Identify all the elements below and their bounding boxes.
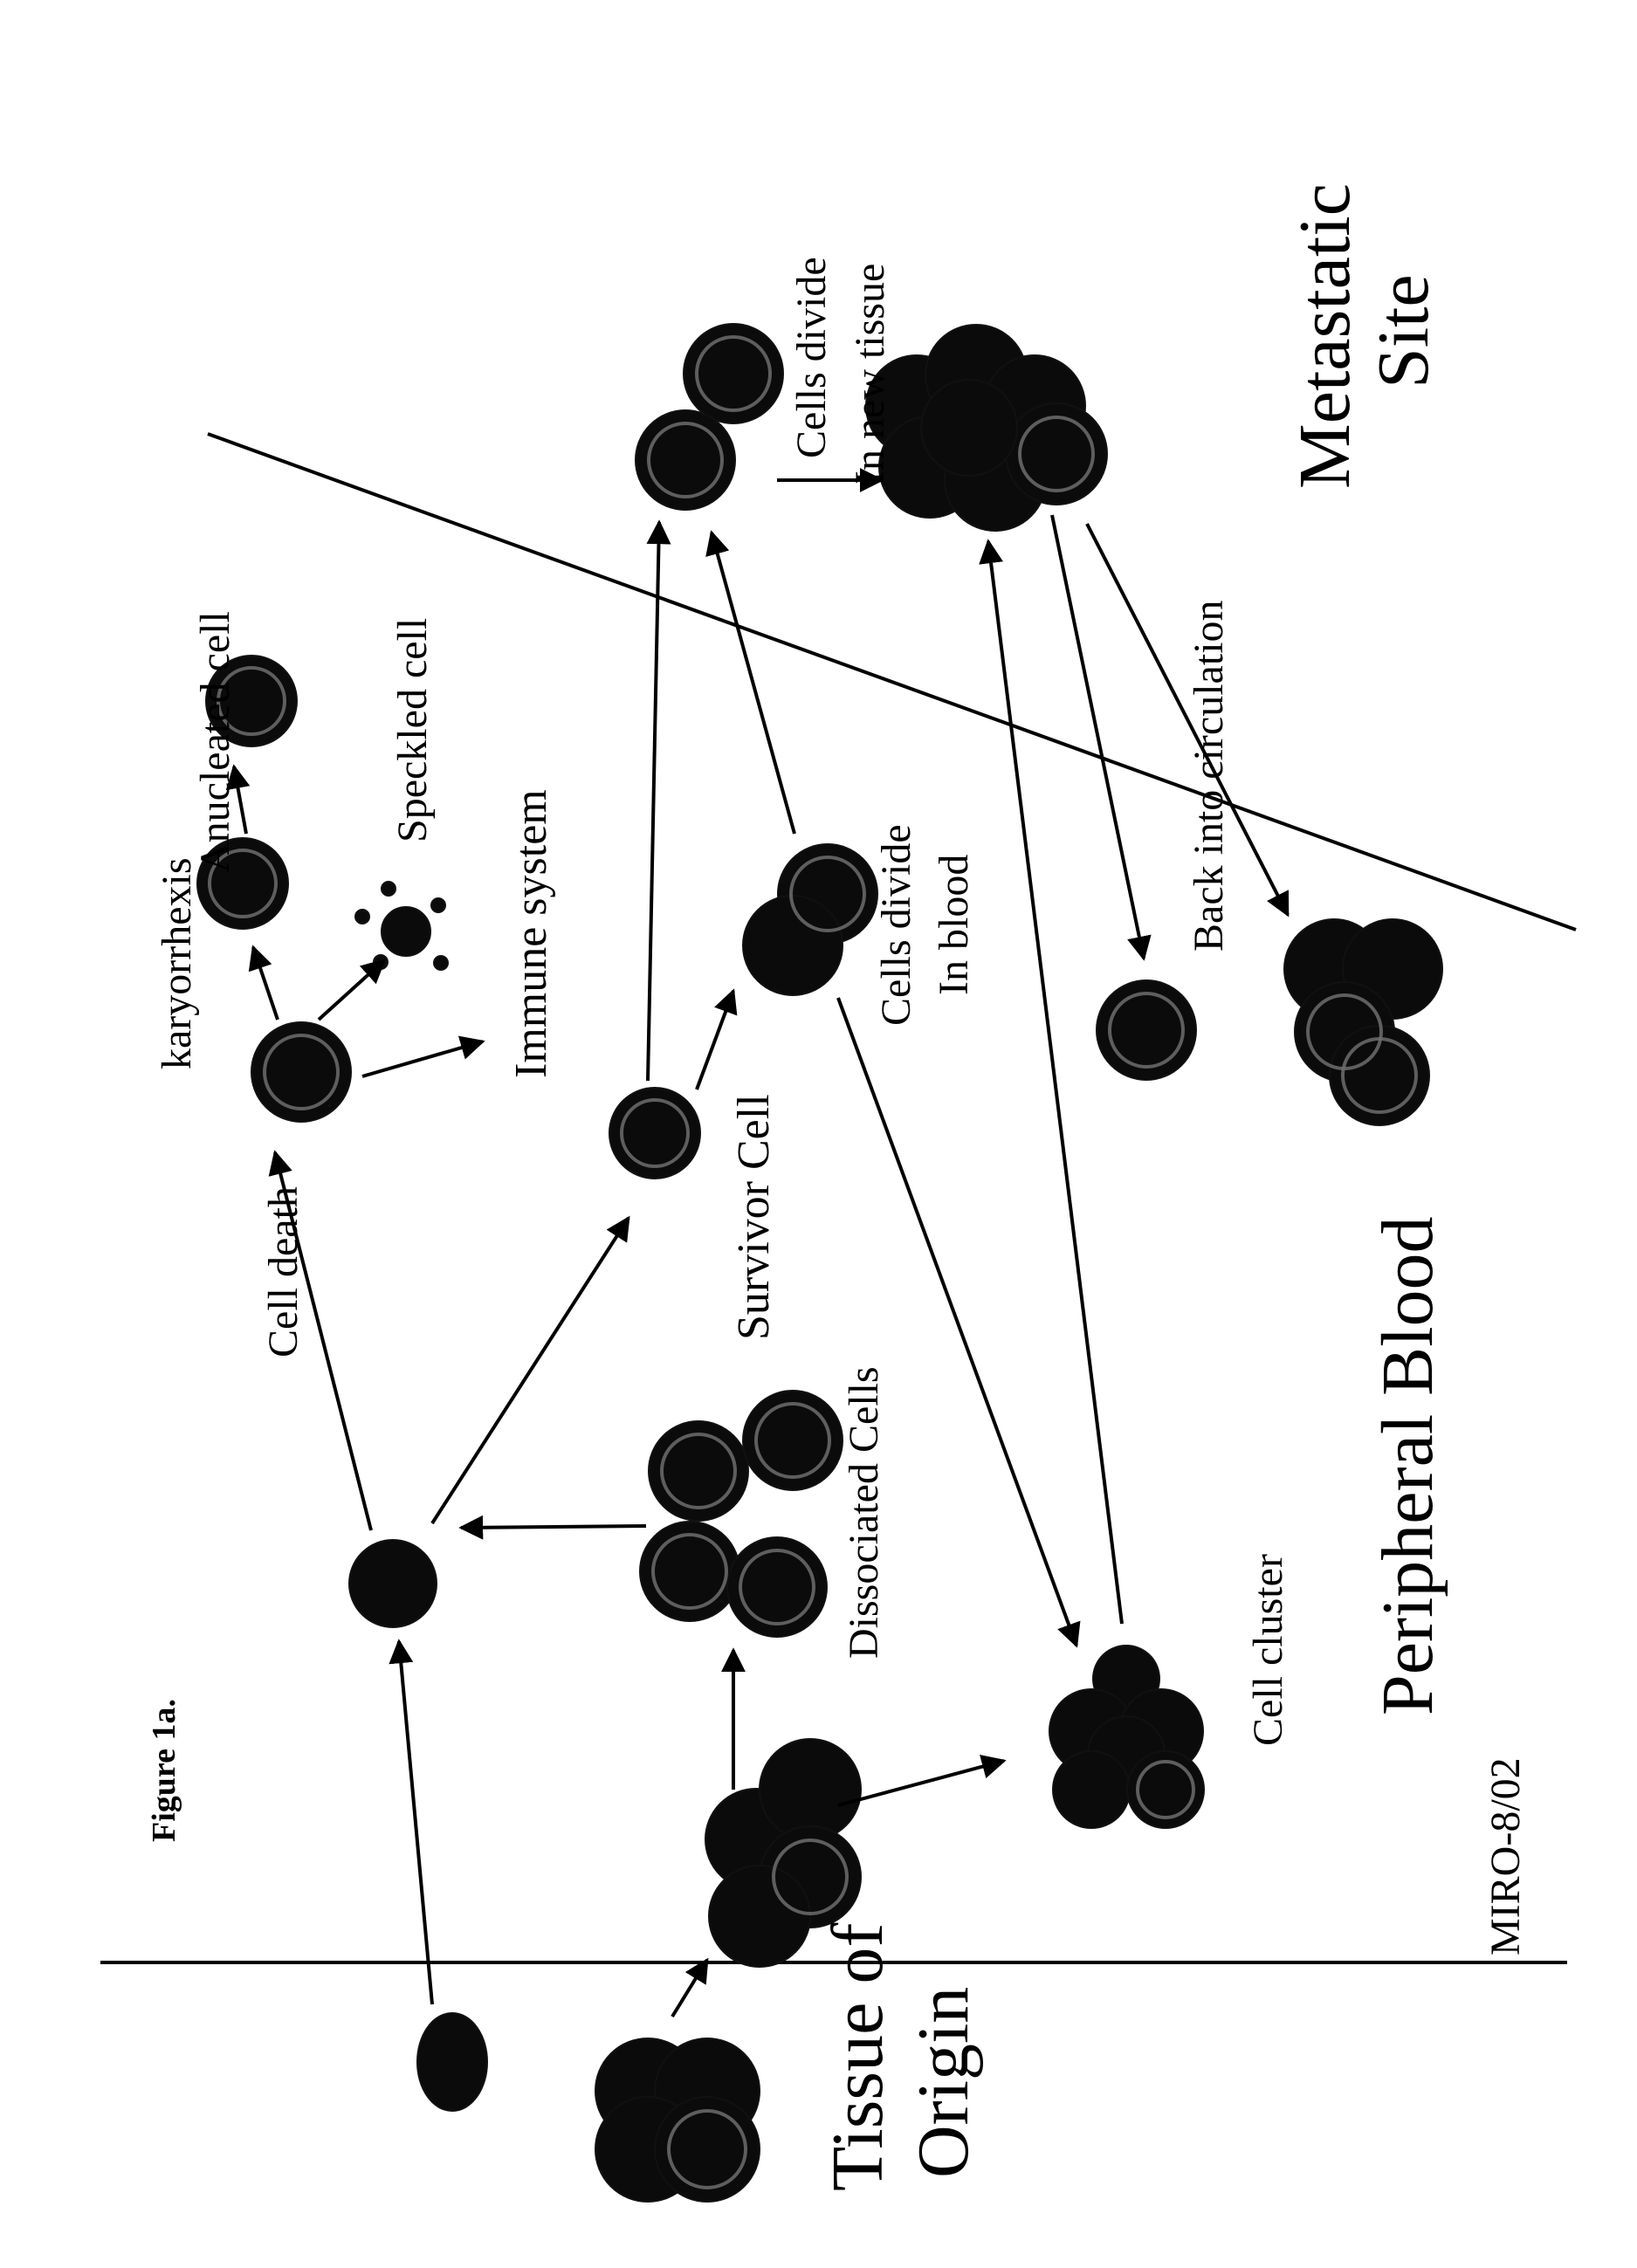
dying-cell (251, 1022, 351, 1122)
label-cell-death: Cell death (260, 1186, 306, 1357)
survivor-cell (609, 1088, 700, 1179)
arrow-divide-to-metastatic (712, 533, 794, 834)
recirculating-cell (1097, 980, 1196, 1080)
speckled-cell (355, 882, 448, 970)
label-divide-blood-2: In blood (931, 855, 977, 995)
cluster-cell-origin (595, 2038, 760, 2202)
region-tissue-line2: Origin (903, 1987, 984, 2178)
arrow-cluster-to-cellcluster (838, 1761, 1004, 1805)
label-anucleated: Anucleated cell (192, 611, 238, 873)
label-dissociated: Dissociated Cells (841, 1366, 887, 1659)
region-tissue-line1: Tissue of (817, 1923, 898, 2191)
arrow-death-to-speckled (319, 960, 384, 1020)
dissociated-cells (640, 1391, 843, 1637)
metastatic-tumor-cluster (866, 325, 1107, 531)
arrow-dissociated-to-single (461, 1526, 646, 1528)
region-metastatic-line1: Metastatic (1284, 183, 1365, 489)
label-cell-cluster: Cell cluster (1245, 1554, 1291, 1746)
region-metastatic-line2: Site (1363, 274, 1444, 388)
single-cell-origin (417, 2013, 487, 2111)
label-divide-tissue-1: Cells divide (788, 257, 835, 458)
label-divide-tissue-2: In new tissue (847, 264, 893, 485)
label-survivor: Survivor Cell (729, 1094, 779, 1340)
footer-code: MIRO-8/02 (1482, 1757, 1529, 1955)
arrow-death-to-karyorrhexis (253, 947, 278, 1020)
arrow-survivor-to-divide (697, 991, 733, 1089)
label-back-circulation: Back into circulation (1186, 600, 1232, 952)
arrow-death-to-immune (362, 1041, 483, 1076)
arrow-single-to-survivor (432, 1218, 629, 1523)
figure-tag: Figure 1a. (146, 1699, 182, 1842)
label-immune: Immune system (506, 789, 556, 1078)
label-divide-blood-1: Cells divide (873, 824, 919, 1026)
arrow-single-to-blood (399, 1641, 432, 2004)
dividing-cells-blood (743, 844, 877, 995)
label-karyorrhexis: karyorrhexis (154, 857, 200, 1069)
arrow-survivor-to-metastatic (648, 522, 659, 1081)
cell-cluster (1049, 1646, 1204, 1828)
arrow-metastatic-to-cell (1052, 515, 1144, 959)
single-cell-blood (349, 1540, 437, 1627)
region-peripheral-blood: Peripheral Blood (1367, 1216, 1448, 1715)
recirculating-cluster (1284, 919, 1442, 1125)
arrow-cluster-to-blood (672, 1960, 707, 2017)
dividing-cells-new-tissue (636, 324, 783, 510)
label-speckled: Speckled cell (389, 618, 436, 842)
